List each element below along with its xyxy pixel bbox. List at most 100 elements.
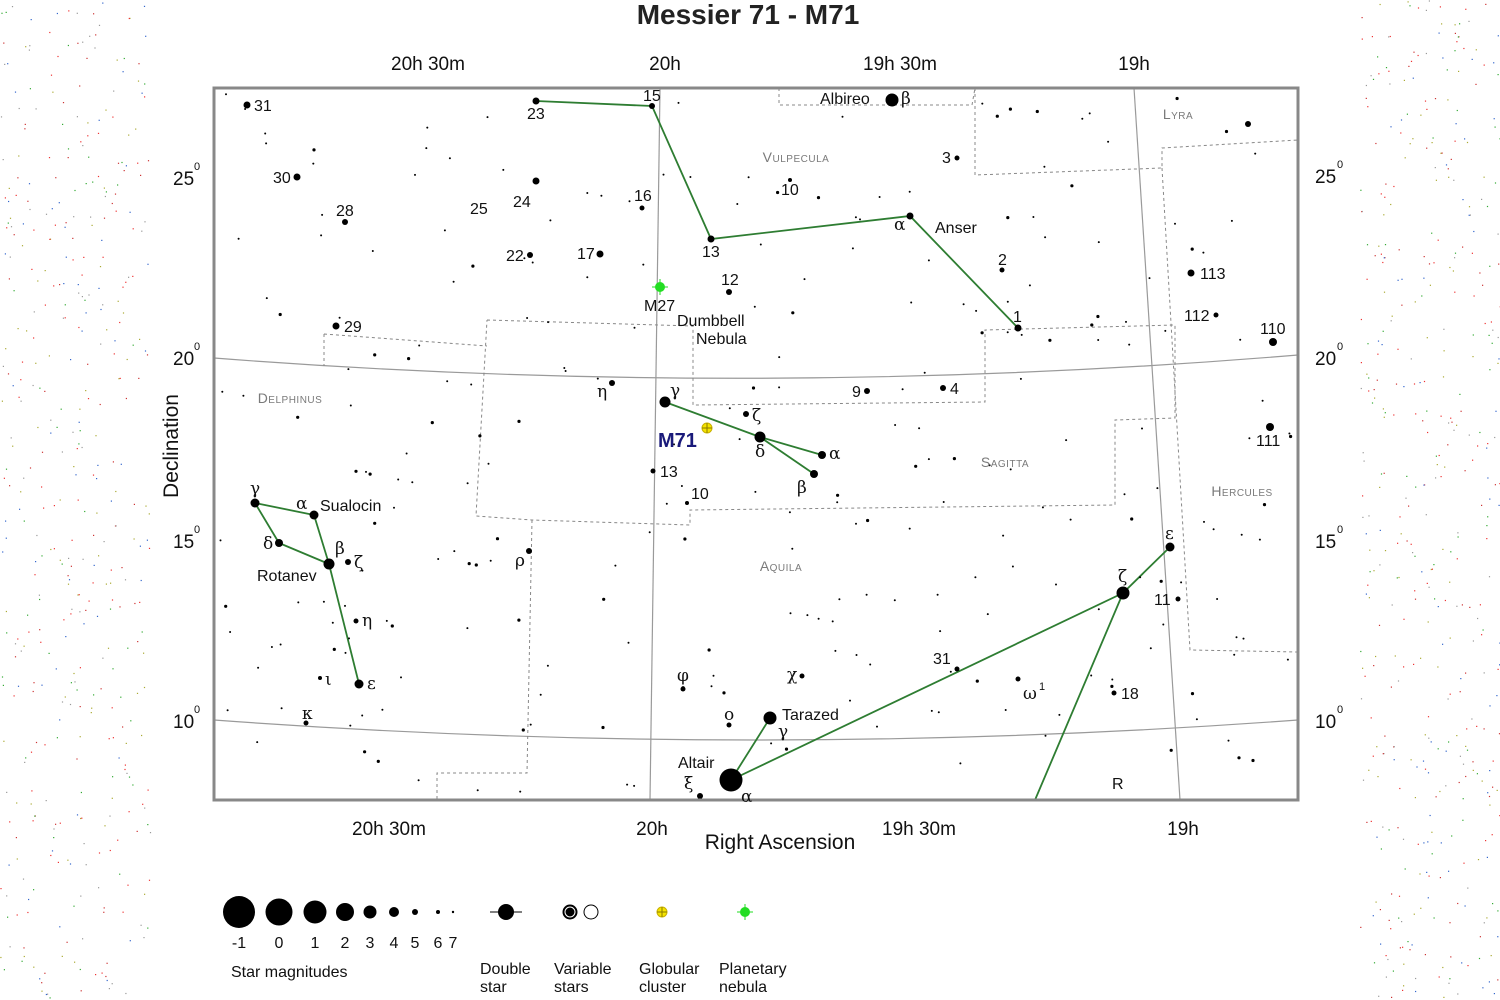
noise-speck — [1383, 416, 1385, 418]
noise-speck — [121, 161, 123, 164]
star-label: β — [901, 89, 911, 109]
noise-speck — [1378, 245, 1380, 247]
noise-speck — [33, 966, 35, 968]
faint-star — [648, 531, 651, 534]
star-label: 10 — [691, 486, 709, 503]
noise-speck — [1400, 132, 1402, 134]
noise-speck — [51, 208, 53, 210]
faint-star — [344, 604, 346, 607]
noise-speck — [10, 437, 12, 439]
noise-speck — [92, 474, 95, 476]
noise-speck — [67, 859, 69, 861]
noise-speck — [1477, 445, 1479, 447]
noise-speck — [1403, 985, 1405, 987]
noise-speck — [1373, 665, 1375, 667]
noise-speck — [143, 5, 146, 7]
noise-speck — [1434, 167, 1436, 169]
noise-speck — [1419, 873, 1421, 875]
noise-speck — [55, 668, 57, 670]
noise-speck — [1472, 459, 1474, 461]
noise-speck — [109, 815, 111, 817]
noise-speck — [148, 513, 150, 515]
constellation-sagitta: Sagitta — [981, 454, 1029, 470]
faint-star — [908, 190, 911, 193]
noise-speck — [59, 499, 61, 501]
noise-speck — [2, 159, 4, 161]
noise-speck — [85, 183, 87, 185]
noise-speck — [1465, 745, 1467, 747]
noise-speck — [74, 961, 76, 963]
noise-speck — [1372, 915, 1374, 917]
noise-speck — [1465, 8, 1467, 10]
noise-speck — [1367, 584, 1369, 586]
noise-speck — [144, 96, 146, 98]
faint-star — [265, 142, 268, 145]
faint-star — [256, 741, 259, 744]
noise-speck — [1362, 779, 1365, 781]
noise-speck — [1442, 548, 1444, 550]
noise-speck — [1360, 698, 1363, 700]
noise-speck — [1399, 947, 1401, 949]
noise-speck — [1448, 741, 1450, 743]
noise-speck — [7, 63, 9, 65]
noise-speck — [71, 539, 73, 541]
noise-speck — [112, 461, 114, 463]
noise-speck — [1385, 955, 1387, 957]
noise-speck — [81, 296, 83, 298]
faint-star — [365, 470, 367, 473]
noise-speck — [98, 555, 100, 557]
faint-star — [1090, 674, 1093, 677]
noise-speck — [54, 224, 56, 226]
noise-speck — [1430, 741, 1432, 743]
noise-speck — [1497, 233, 1499, 235]
noise-speck — [13, 290, 15, 292]
faint-star — [517, 618, 521, 622]
ra-top-label: 20h 30m — [391, 54, 465, 75]
faint-star — [331, 621, 334, 624]
noise-speck — [39, 629, 41, 631]
noise-speck — [1373, 570, 1375, 572]
faint-star — [689, 176, 692, 178]
noise-speck — [1486, 917, 1488, 919]
noise-speck — [1362, 495, 1364, 497]
noise-speck — [1373, 962, 1376, 964]
noise-speck — [119, 873, 121, 875]
noise-speck — [83, 256, 85, 258]
noise-speck — [1367, 343, 1369, 345]
star — [1175, 596, 1181, 602]
faint-star — [936, 593, 939, 596]
noise-speck — [1382, 826, 1384, 828]
noise-speck — [1493, 118, 1495, 120]
noise-speck — [91, 224, 93, 226]
faint-star — [486, 116, 489, 119]
noise-speck — [0, 888, 2, 890]
faint-star — [237, 237, 240, 240]
noise-speck — [64, 226, 66, 228]
noise-speck — [1435, 455, 1437, 457]
noise-speck — [137, 80, 140, 82]
noise-speck — [86, 57, 88, 59]
noise-speck — [1360, 318, 1362, 321]
faint-star — [1239, 338, 1242, 341]
noise-speck — [1, 676, 4, 678]
noise-speck — [1457, 36, 1459, 38]
noise-speck — [20, 400, 22, 402]
star — [726, 722, 732, 728]
noise-speck — [1481, 634, 1483, 636]
noise-speck — [1372, 78, 1375, 80]
noise-speck — [35, 362, 37, 364]
noise-speck — [1481, 198, 1483, 200]
noise-speck — [55, 177, 57, 179]
noise-speck — [40, 641, 42, 643]
noise-speck — [1360, 189, 1362, 191]
noise-speck — [1473, 295, 1475, 297]
constellation-delphinus: Delphinus — [258, 390, 323, 406]
noise-speck — [94, 47, 96, 49]
noise-speck — [1486, 205, 1489, 208]
star — [719, 768, 743, 792]
noise-speck — [143, 652, 145, 654]
noise-speck — [79, 968, 81, 971]
star-label: 31 — [254, 98, 272, 115]
noise-speck — [1412, 138, 1414, 140]
noise-speck — [32, 384, 34, 387]
